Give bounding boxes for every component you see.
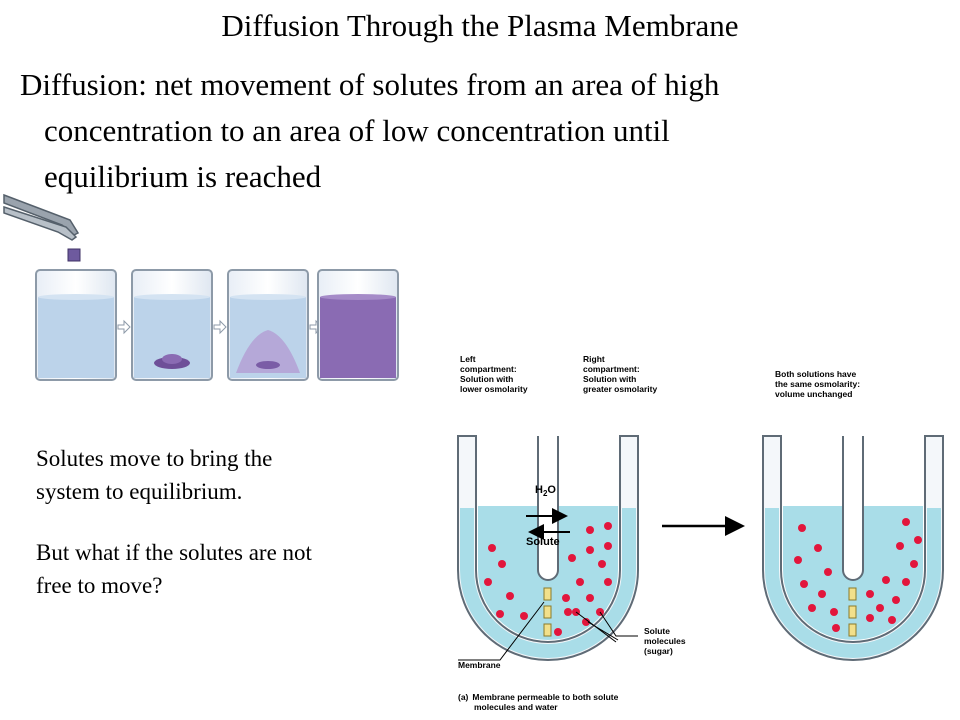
membrane-before [543, 587, 552, 637]
membrane-label: Membrane [458, 660, 501, 670]
definition-line-1: Diffusion: net movement of solutes from … [20, 67, 720, 102]
dye-cube [67, 248, 81, 262]
caption-line: But what if the solutes are not [36, 540, 312, 565]
figure-caption: (a)Membrane permeable to both solute mol… [458, 692, 621, 712]
beaker-2 [131, 269, 213, 381]
solute-label: Solute [526, 536, 560, 548]
beaker-4 [317, 269, 399, 381]
h2o-label: H2O [535, 484, 556, 498]
diffusion-definition: Diffusion: net movement of solutes from … [20, 62, 920, 200]
membrane-after [848, 587, 857, 637]
caption-line: system to equilibrium. [36, 479, 243, 504]
slide-title: Diffusion Through the Plasma Membrane [221, 8, 739, 43]
u-tube-after [762, 435, 944, 661]
left-compartment-label: Left compartment: Solution with lower os… [460, 354, 528, 394]
solute-molecules-label: Solute molecules (sugar) [644, 626, 688, 656]
right-compartment-label: Right compartment: Solution with greater… [583, 354, 657, 394]
solute-molecules-after [794, 518, 922, 632]
arrow-icon [213, 319, 227, 335]
u-tube-diagram: Left compartment: Solution with lower os… [457, 354, 944, 712]
u-tube-before [457, 435, 639, 661]
caption-line: free to move? [36, 573, 163, 598]
beaker-3 [227, 269, 309, 381]
forceps-icon [3, 193, 80, 241]
definition-line-2: concentration to an area of low concentr… [44, 113, 670, 148]
slide-caption: Solutes move to bring the system to equi… [36, 442, 436, 630]
arrow-icon [117, 319, 131, 335]
result-label: Both solutions have the same osmolarity:… [775, 369, 862, 399]
leader-lines [458, 601, 638, 661]
caption-line: Solutes move to bring the [36, 446, 273, 471]
definition-line-3: equilibrium is reached [44, 159, 322, 194]
beaker-diffusion-illustration [3, 193, 399, 381]
beaker-1 [35, 269, 117, 381]
